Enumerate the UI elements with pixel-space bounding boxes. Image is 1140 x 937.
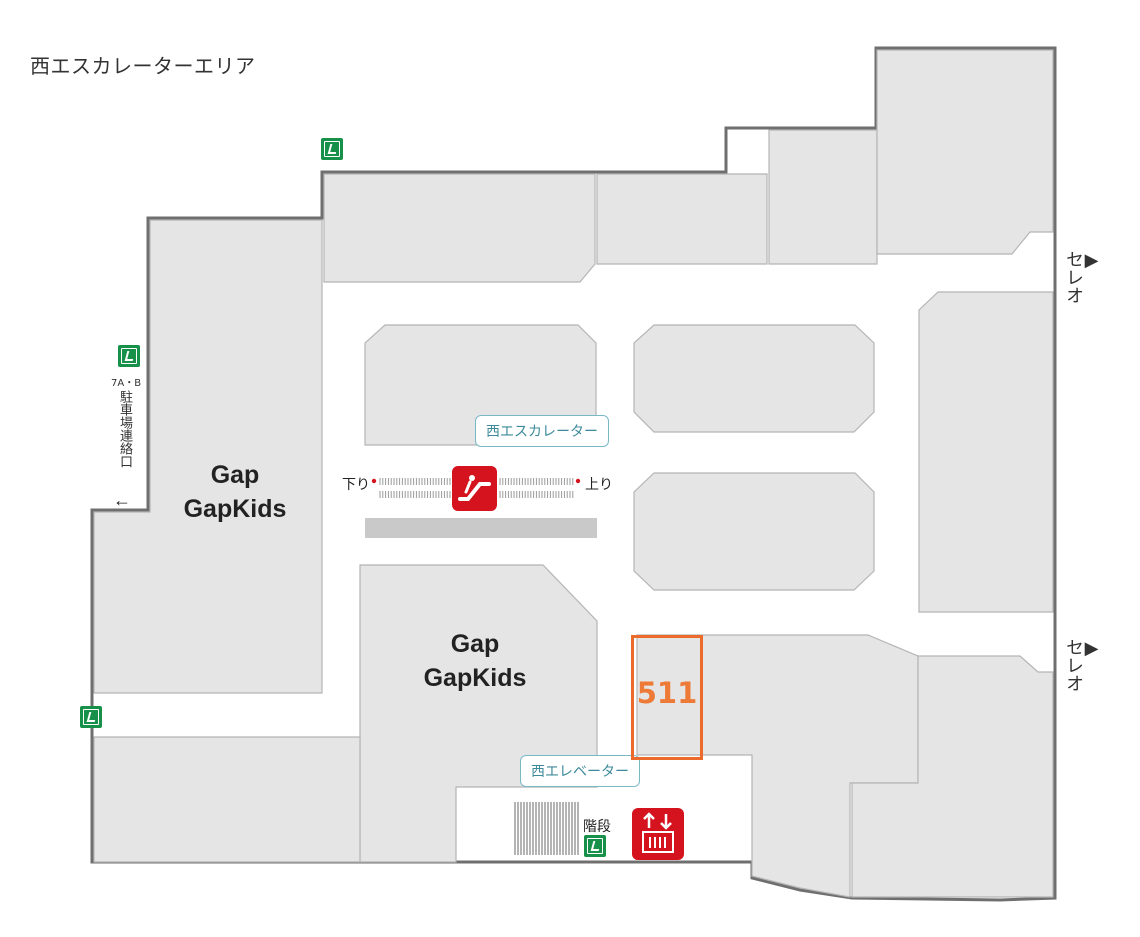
shop-top-1[interactable] [323,173,596,283]
arrow-right-icon: ▶ [1081,638,1102,659]
store-name-gap-upper: Gap GapKids [160,458,310,526]
stairs-label: 階段 [583,819,611,835]
emergency-exit-icon [584,835,606,857]
shop-top-3[interactable] [768,129,878,265]
store-name-line: Gap [210,461,260,489]
shop-lower-left[interactable] [93,736,361,863]
celeo-label: セレオ [1063,638,1084,692]
emergency-exit-icon [321,138,343,160]
celeo-link-1[interactable]: ▶ セレオ [1063,250,1102,304]
elevator-icon [632,808,684,860]
parking-link-label[interactable]: 駐車場連絡口 [117,390,132,468]
shop-gap-lower[interactable] [359,564,598,863]
highlighted-unit-number: 511 [636,676,698,710]
shop-gap-upper[interactable] [93,219,323,694]
shop-lower-right[interactable] [851,655,1054,898]
shop-island-3[interactable] [633,472,875,591]
shop-top-2[interactable] [596,173,768,265]
emergency-exit-icon [80,706,102,728]
escalator-callout: 西エスカレーター [475,415,609,447]
parking-code: 7A・B [111,378,142,389]
escalator-up-label: 上り [585,477,613,493]
area-title: 西エスカレーターエリア [30,54,256,78]
arrow-right-icon: ▶ [1081,250,1102,271]
escalator-tracks [371,478,581,498]
celeo-label: セレオ [1063,250,1084,304]
store-name-gap-lower: Gap GapKids [400,627,550,695]
stairs-icon [514,802,579,855]
elevator-callout: 西エレベーター [520,755,640,787]
highlighted-unit-frame[interactable] [631,635,703,760]
shop-right-tall[interactable] [918,291,1054,613]
shop-511[interactable] [636,634,919,898]
shop-island-2[interactable] [633,324,875,433]
shop-top-4[interactable] [876,49,1054,255]
emergency-exit-icon [118,345,140,367]
celeo-link-2[interactable]: ▶ セレオ [1063,638,1102,692]
store-name-line: Gap [450,630,500,658]
store-name-line: GapKids [183,495,287,523]
building-outline [90,46,1057,902]
arrow-left-icon: ← [113,490,131,510]
escalator-endpoint-marker [371,478,377,484]
escalator-base [365,518,597,538]
escalator-endpoint-marker [575,478,581,484]
escalator-down-label: 下り [342,477,370,493]
escalator-icon [452,466,497,511]
store-name-line: GapKids [423,664,527,692]
